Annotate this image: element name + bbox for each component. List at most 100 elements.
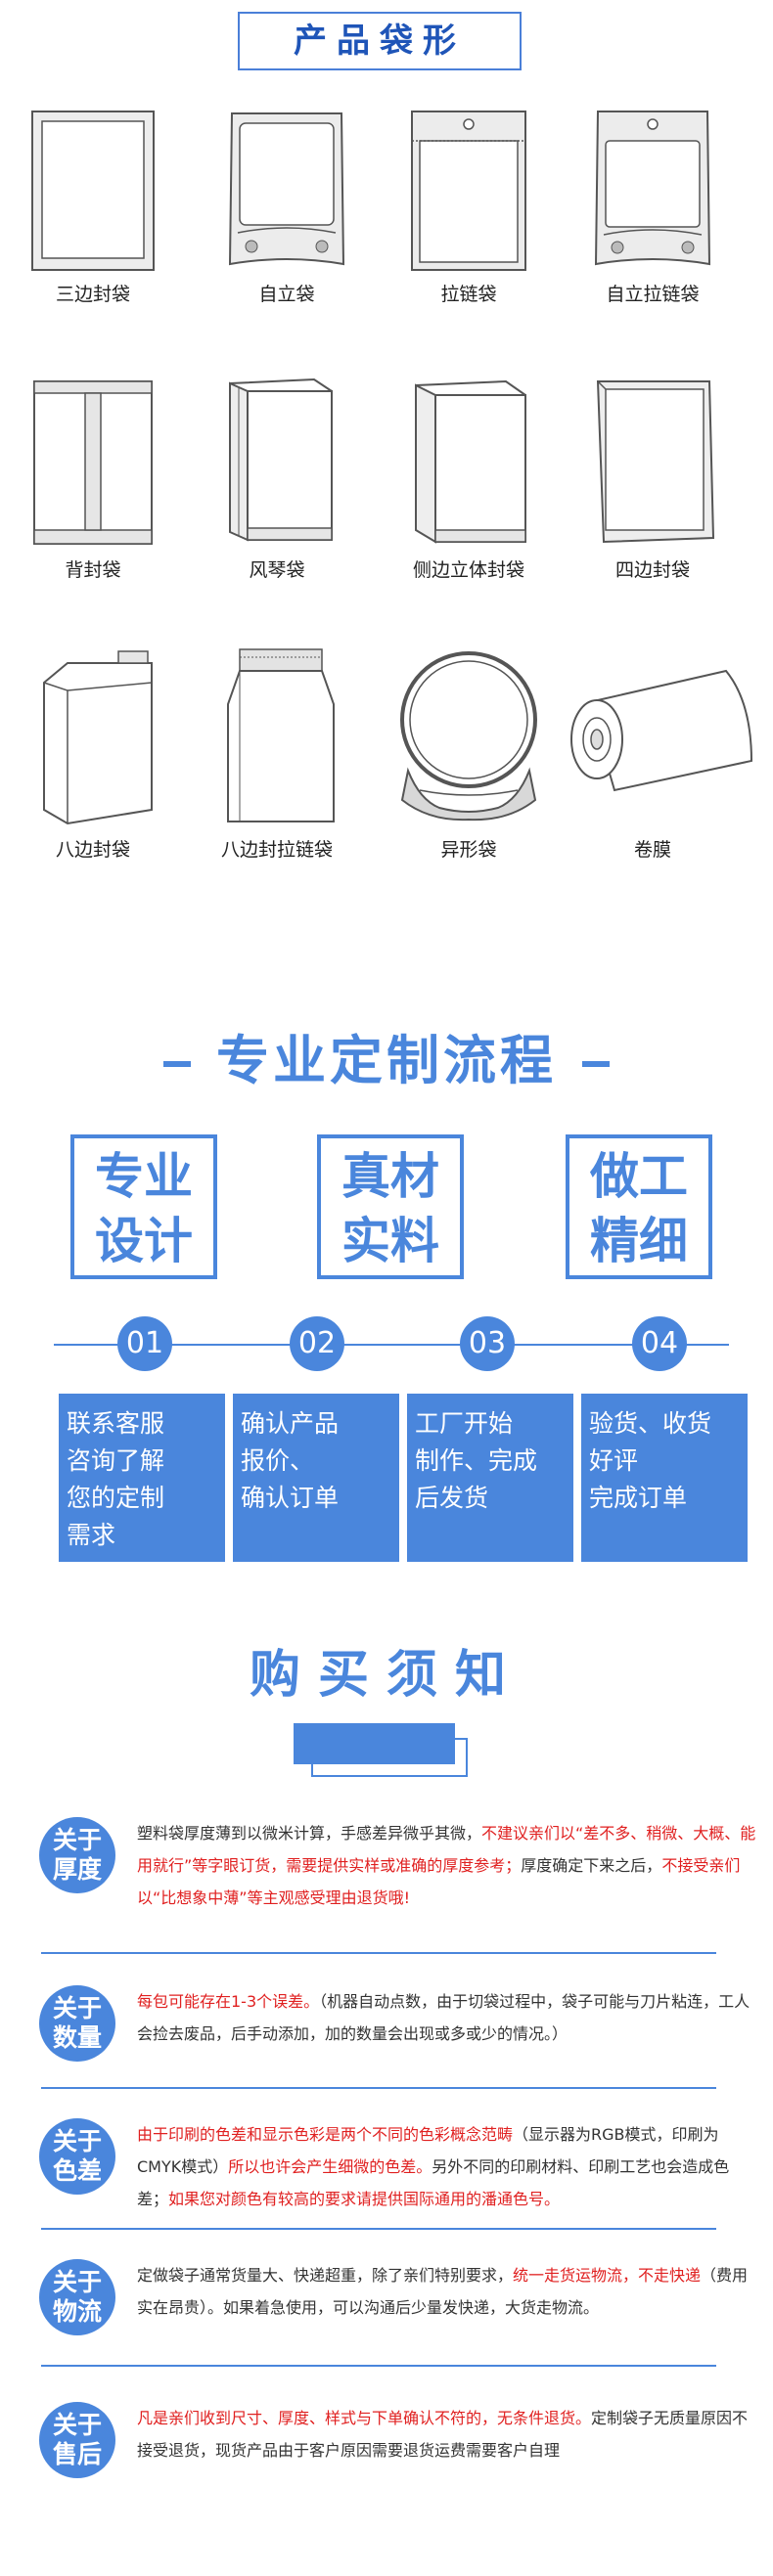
feature-line: 实料 bbox=[341, 1213, 439, 1269]
text-segment: 定做袋子通常货量大、快递超重，除了亲们特别要求， bbox=[137, 2266, 514, 2285]
step-card: 工厂开始 制作、完成 后发货 bbox=[407, 1394, 573, 1562]
bag-label: 拉链袋 bbox=[440, 284, 497, 305]
text-segment: （机器自动点数，由于切袋过程中，袋子可能与刀片粘连，工人会捡去废品，后手动添加，… bbox=[137, 1992, 750, 2043]
roll-film-icon bbox=[570, 669, 753, 792]
eight-side-zipper-bag-icon bbox=[227, 648, 335, 822]
feature-line: 专业 bbox=[95, 1148, 193, 1205]
bag-type-zipper: 拉链袋 bbox=[376, 108, 562, 306]
badge-line: 售后 bbox=[52, 2440, 102, 2468]
section-title: 产品袋形 bbox=[294, 22, 466, 61]
feature-box: 专业 设计 bbox=[70, 1134, 217, 1279]
stand-up-zipper-pouch-icon bbox=[594, 111, 711, 266]
step-card: 验货、收货 好评 完成订单 bbox=[581, 1394, 748, 1562]
notice-title-outline bbox=[311, 1738, 468, 1777]
back-seal-bag-icon bbox=[33, 380, 153, 545]
title-dash-right bbox=[582, 1061, 610, 1068]
process-title-text: 专业定制流程 bbox=[216, 1030, 557, 1091]
bag-label: 自立袋 bbox=[258, 284, 315, 305]
notice-text: 定做袋子通常货量大、快递超重，除了亲们特别要求，统一走货运物流，不走快递（费用实… bbox=[137, 2259, 758, 2324]
bag-type-three-side-seal: 三边封袋 bbox=[0, 108, 186, 306]
text-segment-highlight: 每包可能存在1-3个误差。 bbox=[137, 1992, 320, 2011]
gusset-bag-icon bbox=[229, 378, 333, 542]
bag-type-side-gusset: 侧边立体封袋 bbox=[376, 374, 562, 582]
bag-label: 八边封拉链袋 bbox=[220, 839, 333, 861]
step-number: 01 bbox=[117, 1316, 172, 1371]
bag-type-eight-side-zipper: 八边封拉链袋 bbox=[184, 644, 370, 862]
badge-line: 关于 bbox=[52, 2268, 102, 2296]
notice-text: 每包可能存在1-3个误差。（机器自动点数，由于切袋过程中，袋子可能与刀片粘连，工… bbox=[137, 1985, 758, 2050]
notice-badge: 关于 厚度 bbox=[39, 1817, 115, 1893]
feature-line: 设计 bbox=[95, 1213, 193, 1269]
text-segment: （显示器为RGB模式，印刷为CMYK模式） bbox=[137, 2125, 719, 2176]
side-gusset-bag-icon bbox=[415, 379, 526, 544]
step-number: 04 bbox=[632, 1316, 687, 1371]
text-segment: 厚度确定下来之后， bbox=[521, 1856, 662, 1875]
notice-badge: 关于 售后 bbox=[39, 2402, 115, 2478]
process-title: 专业定制流程 bbox=[0, 1017, 773, 1094]
bag-label: 异形袋 bbox=[440, 839, 497, 861]
bag-type-stand-up: 自立袋 bbox=[194, 108, 380, 306]
step-line: 好评 bbox=[589, 1446, 639, 1475]
badge-line: 数量 bbox=[52, 2023, 102, 2052]
notice-badge: 关于 数量 bbox=[39, 1985, 115, 2062]
step-line: 咨询了解 bbox=[67, 1446, 165, 1475]
feature-line: 做工 bbox=[590, 1148, 688, 1205]
bag-label: 四边封袋 bbox=[614, 559, 690, 581]
bag-type-four-side-seal: 四边封袋 bbox=[560, 374, 746, 582]
text-segment-highlight: 凡是亲们收到尺寸、厚度、样式与下单确认不符的，无条件退货。 bbox=[137, 2409, 592, 2427]
title-dash-left bbox=[163, 1061, 191, 1068]
notice-divider bbox=[41, 1952, 716, 1954]
stand-up-pouch-icon bbox=[228, 112, 345, 266]
feature-line: 真材 bbox=[341, 1148, 439, 1205]
step-line: 完成订单 bbox=[589, 1484, 688, 1512]
notice-divider bbox=[41, 2365, 716, 2367]
shaped-bag-icon bbox=[400, 651, 537, 822]
eight-side-seal-bag-icon bbox=[43, 650, 153, 825]
badge-line: 物流 bbox=[52, 2297, 102, 2326]
badge-line: 厚度 bbox=[52, 1855, 102, 1884]
process-timeline bbox=[54, 1344, 729, 1346]
text-segment: 塑料袋厚度薄到以微米计算，手感差异微乎其微， bbox=[137, 1824, 482, 1843]
notice-divider bbox=[41, 2087, 716, 2089]
text-segment: 定制袋子无质量原因不接受退货，现货产品由于客户原因需要退货运费需要客户自理 bbox=[137, 2409, 749, 2460]
notice-text: 凡是亲们收到尺寸、厚度、样式与下单确认不符的，无条件退货。定制袋子无质量原因不接… bbox=[137, 2402, 758, 2466]
notice-title-bar bbox=[294, 1723, 455, 1764]
text-segment-highlight: 由于印刷的色差和显示色彩是两个不同的色彩概念范畴 bbox=[137, 2125, 514, 2144]
step-card: 确认产品 报价、 确认订单 bbox=[233, 1394, 399, 1562]
notice-text: 由于印刷的色差和显示色彩是两个不同的色彩概念范畴（显示器为RGB模式，印刷为CM… bbox=[137, 2118, 758, 2215]
bag-label: 侧边立体封袋 bbox=[412, 559, 524, 581]
notice-badge: 关于 物流 bbox=[39, 2259, 115, 2335]
text-segment-highlight: 如果您对颜色有较高的要求请提供国际通用的潘通色号。 bbox=[168, 2190, 561, 2208]
bag-label: 背封袋 bbox=[65, 559, 121, 581]
feature-box: 真材 实料 bbox=[317, 1134, 464, 1279]
bag-label: 风琴袋 bbox=[249, 559, 305, 581]
step-line: 制作、完成 bbox=[415, 1446, 538, 1475]
text-segment: 另外不同的印刷材料、印刷工艺也会造成色差； bbox=[137, 2157, 730, 2208]
step-line: 您的定制 bbox=[67, 1484, 165, 1512]
bag-label: 八边封袋 bbox=[55, 839, 130, 861]
step-line: 联系客服 bbox=[67, 1409, 165, 1438]
text-segment-highlight: 所以也许会产生细微的色差。 bbox=[228, 2157, 432, 2176]
step-line: 确认产品 bbox=[241, 1409, 340, 1438]
bag-type-back-seal: 背封袋 bbox=[0, 374, 186, 582]
badge-line: 关于 bbox=[52, 2127, 102, 2155]
text-segment-highlight: 不建议亲们以“差不多、稍微、大概、能用就行”等字眼订货，需要提供实样或准确的厚度… bbox=[137, 1824, 756, 1875]
text-segment: （费用实在昂贵）。如果着急使用，可以沟通后少量发快递，大货走物流。 bbox=[137, 2266, 749, 2317]
bag-label: 三边封袋 bbox=[55, 284, 130, 305]
bag-type-shaped: 异形袋 bbox=[376, 644, 562, 862]
bag-type-stand-up-zipper: 自立拉链袋 bbox=[560, 108, 746, 306]
step-card: 联系客服 咨询了解 您的定制 需求 bbox=[59, 1394, 225, 1562]
badge-line: 关于 bbox=[52, 1826, 102, 1854]
step-line: 后发货 bbox=[415, 1484, 489, 1512]
step-number: 02 bbox=[290, 1316, 344, 1371]
text-segment-highlight: 不接受亲们以“比想象中薄”等主观感受理由退货哦! bbox=[137, 1856, 741, 1907]
four-side-seal-bag-icon bbox=[596, 380, 715, 544]
text-segment-highlight: 统一走货运物流，不走快递 bbox=[513, 2266, 702, 2285]
step-line: 工厂开始 bbox=[415, 1409, 514, 1438]
three-side-seal-bag-icon bbox=[31, 111, 155, 271]
feature-box: 做工 精细 bbox=[566, 1134, 712, 1279]
badge-line: 关于 bbox=[52, 2411, 102, 2439]
step-line: 确认订单 bbox=[241, 1484, 340, 1512]
step-line: 验货、收货 bbox=[589, 1409, 712, 1438]
badge-line: 关于 bbox=[52, 1994, 102, 2022]
